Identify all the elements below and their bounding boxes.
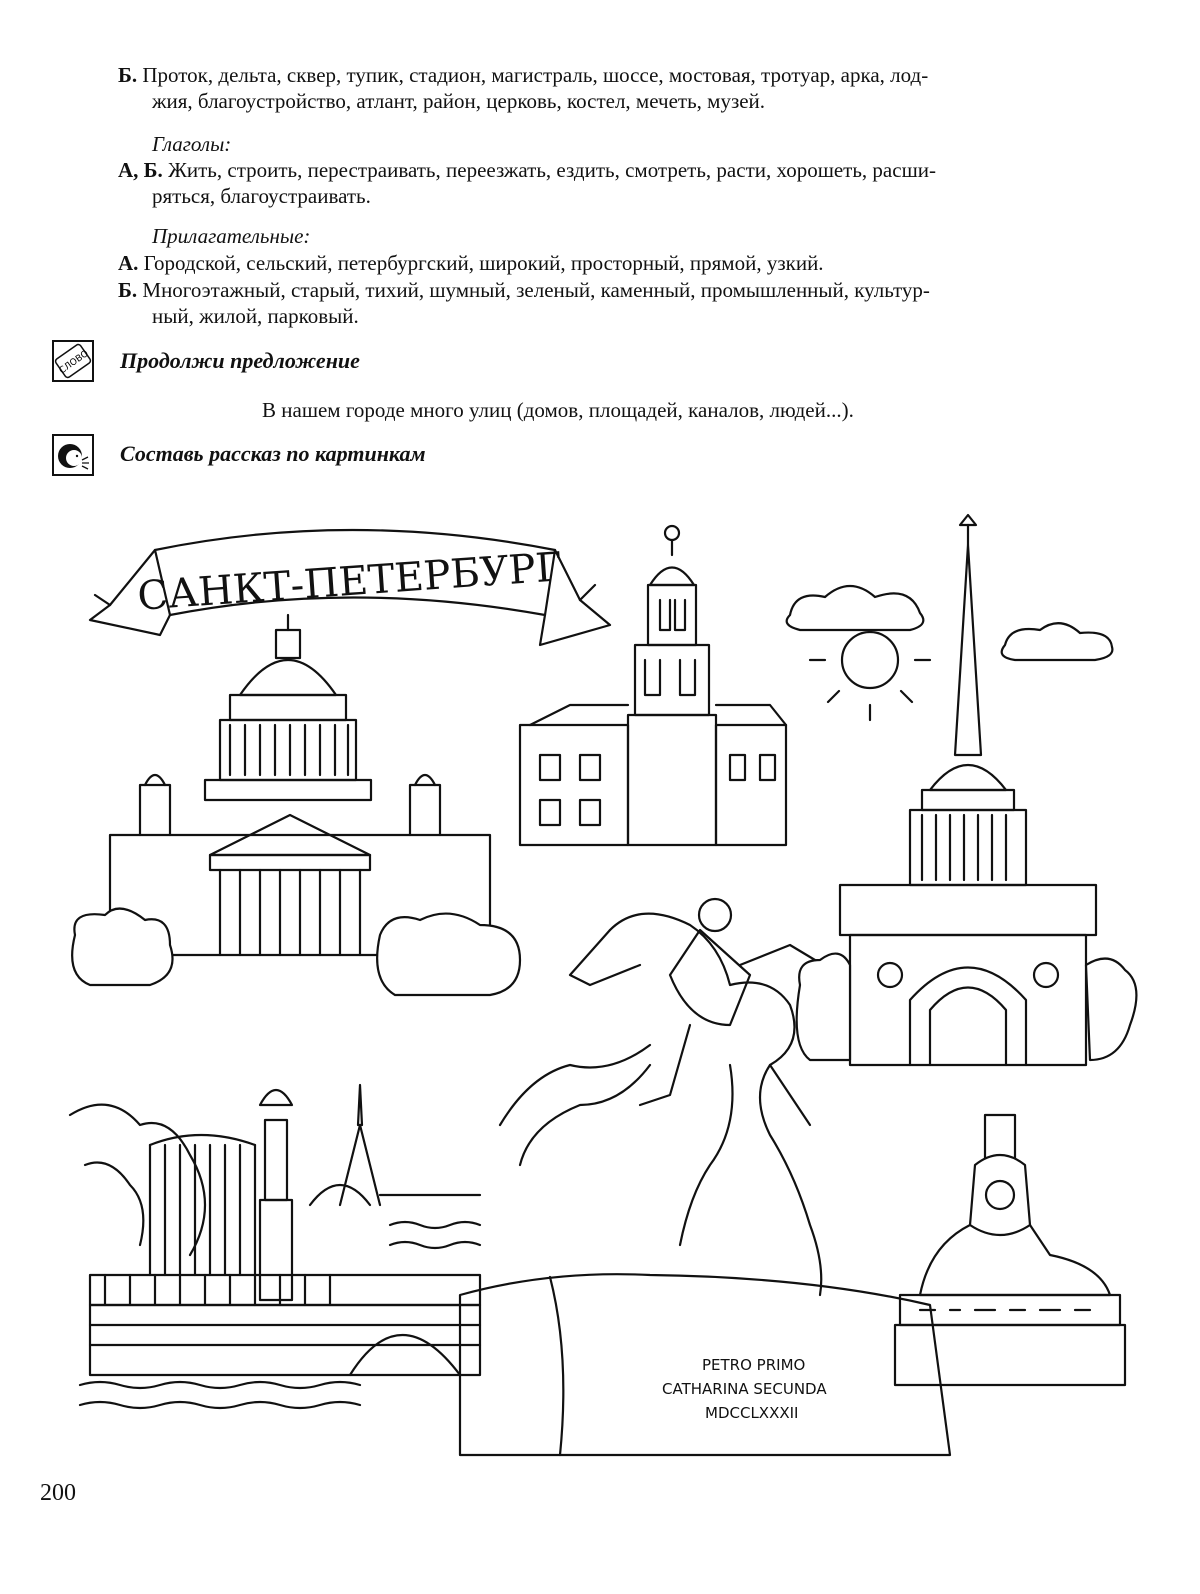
admiralty-drawing <box>795 513 1138 1067</box>
adjectives-b-line2: ный, жилой, парковый. <box>152 304 359 328</box>
speaking-head-icon <box>58 444 89 470</box>
adjectives-a-paragraph: А. Городской, сельский, петербургский, ш… <box>118 250 1142 276</box>
monument-inscription-1: PETRO PRIMO <box>702 1356 805 1374</box>
nouns-b-line1: Проток, дельта, сквер, тупик, стадион, м… <box>142 63 929 87</box>
task1-title: Продолжи предложение <box>120 348 360 373</box>
st-isaacs-cathedral-drawing <box>71 613 522 997</box>
word-icon: СЛОВО <box>54 343 92 379</box>
adjectives-b-paragraph: Б. Многоэтажный, старый, тихий, шумный, … <box>118 277 1142 329</box>
verbs-label: А, Б. <box>118 158 163 182</box>
word-task-icon: СЛОВО <box>52 340 94 382</box>
bronze-horseman-drawing <box>458 897 952 1457</box>
nouns-b-line2: жия, благоустройство, атлант, район, цер… <box>152 89 766 113</box>
adjectives-heading: Прилагательные: <box>152 224 311 248</box>
cloud-right <box>1000 622 1114 662</box>
summer-garden-fence-drawing <box>68 1083 482 1410</box>
saint-petersburg-illustration: САНКТ-ПЕТЕРБУРГ <box>68 513 1138 1457</box>
task1-sentence: В нашем городе много улиц (домов, площад… <box>262 398 854 422</box>
verbs-line2: ряться, благоустраивать. <box>152 184 371 208</box>
cloud-left <box>785 584 925 632</box>
adjectives-a-text: Городской, сельский, петербургский, широ… <box>143 251 824 275</box>
verbs-line1: Жить, строить, перестраивать, переезжать… <box>168 158 936 182</box>
verbs-heading: Глаголы: <box>152 132 232 156</box>
monument-inscription-2: CATHARINA SECUNDA <box>662 1380 827 1398</box>
word-icon-text: СЛОВО <box>58 349 91 376</box>
sphinx-drawing <box>893 1113 1127 1387</box>
adjectives-b-label: Б. <box>118 278 138 302</box>
nouns-b-paragraph: Б. Проток, дельта, сквер, тупик, стадион… <box>118 62 1142 114</box>
nouns-b-label: Б. <box>118 63 138 87</box>
adjectives-a-label: А. <box>118 251 139 275</box>
speak-task-icon <box>52 434 94 476</box>
adjectives-b-line1: Многоэтажный, старый, тихий, шумный, зел… <box>142 278 930 302</box>
kunstkamera-drawing <box>518 524 788 847</box>
task2-title: Составь рассказ по картинкам <box>120 441 426 466</box>
banner-ribbon <box>88 528 612 647</box>
page-number: 200 <box>40 1480 76 1506</box>
monument-inscription-3: MDCCLXXXII <box>705 1404 798 1422</box>
verbs-paragraph: А, Б. Жить, строить, перестраивать, пере… <box>118 157 1142 209</box>
